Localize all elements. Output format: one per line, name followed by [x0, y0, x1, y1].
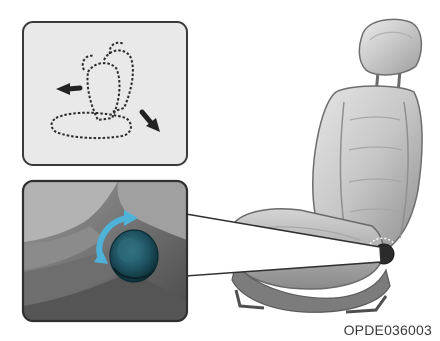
headrest	[359, 19, 421, 75]
inset-frame	[23, 22, 187, 165]
knob-closeup-panel	[23, 181, 187, 321]
recline-inset-panel	[23, 22, 187, 165]
figure-code-label: OPDE036003	[344, 322, 432, 338]
